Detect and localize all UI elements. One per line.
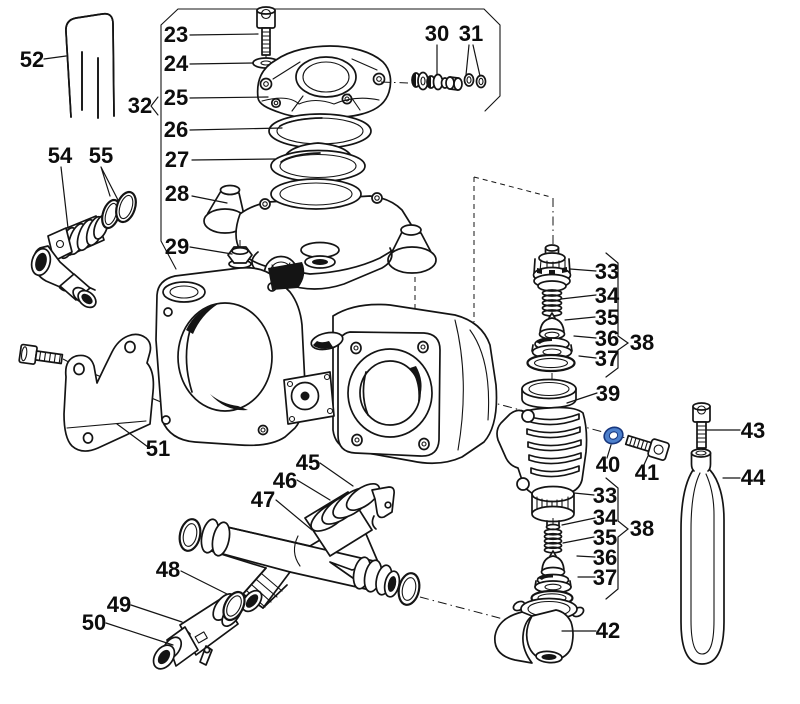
part-37-oring-upper — [526, 353, 576, 373]
part-label-24: 24 — [164, 51, 189, 76]
part-45-clamp — [345, 482, 395, 530]
part-label-25: 25 — [164, 85, 188, 110]
part-23-screw — [256, 6, 276, 75]
part-label-54: 54 — [48, 143, 73, 168]
part-label-39: 39 — [596, 381, 620, 406]
part-label-48: 48 — [156, 557, 180, 582]
part-30-shaft-assembly — [411, 71, 463, 91]
part-label-49: 49 — [107, 592, 131, 617]
part-43-screw — [692, 402, 711, 449]
part-36-valve-seat-upper — [531, 337, 573, 360]
part-35-poppet-lower — [540, 550, 566, 578]
part-label-44: 44 — [741, 465, 766, 490]
valve-assembly-lower — [494, 485, 585, 664]
part-29-nut — [227, 240, 253, 283]
part-label-38-upper: 38 — [630, 330, 654, 355]
part-25-cover — [256, 45, 409, 190]
part-label-51: 51 — [146, 436, 170, 461]
part-label-33-lower: 33 — [593, 483, 617, 508]
part-label-36-upper: 36 — [595, 326, 619, 351]
part-52-wire-clip — [65, 12, 115, 119]
part-48-oring — [222, 590, 246, 622]
part-labels: 52 23 24 25 26 27 28 29 32 30 31 54 55 5… — [20, 21, 766, 643]
part-label-35-lower: 35 — [593, 525, 617, 550]
oring-right — [397, 572, 421, 606]
group-brackets — [605, 252, 630, 600]
part-50-hose-barb — [152, 626, 199, 670]
part-label-30: 30 — [425, 21, 449, 46]
part-label-36-lower: 36 — [593, 545, 617, 570]
part-label-50: 50 — [82, 610, 106, 635]
part-label-41: 41 — [635, 460, 659, 485]
part-label-38-lower: 38 — [630, 516, 654, 541]
part-35-poppet-upper — [538, 312, 566, 340]
part-55-rings — [101, 190, 137, 230]
part-label-55: 55 — [89, 143, 113, 168]
part-label-28: 28 — [165, 181, 189, 206]
part-44-loop — [680, 448, 725, 665]
part-label-33-upper: 33 — [595, 259, 619, 284]
part-42-elbow — [494, 597, 585, 664]
part-label-46: 46 — [273, 468, 297, 493]
part-label-37-upper: 37 — [595, 346, 619, 371]
part-34-spring-lower — [543, 528, 563, 554]
part-40-washer-highlighted — [603, 426, 624, 445]
part-label-23: 23 — [164, 22, 188, 47]
part-33-valve-cage-lower — [531, 485, 575, 531]
part-label-40: 40 — [596, 452, 620, 477]
part-label-42: 42 — [596, 618, 620, 643]
part-label-31: 31 — [459, 21, 483, 46]
part-label-47: 47 — [251, 487, 275, 512]
part-label-27: 27 — [165, 147, 189, 172]
part-33-valve-cage-upper — [532, 244, 572, 292]
part-label-34-upper: 34 — [595, 283, 620, 308]
detail-frame — [150, 8, 501, 270]
part-label-45: 45 — [296, 450, 320, 475]
part-label-35-upper: 35 — [595, 305, 619, 330]
part-label-29: 29 — [165, 234, 189, 259]
part-27-piston — [270, 142, 366, 183]
part-label-32: 32 — [128, 93, 152, 118]
part-41-screw — [624, 434, 670, 461]
part-label-52: 52 — [20, 47, 44, 72]
dashed-locator-box — [414, 176, 554, 325]
part-34-spring-upper — [541, 289, 563, 317]
part-label-34-lower: 34 — [593, 505, 618, 530]
oring-left — [178, 518, 202, 552]
leader-lines — [43, 33, 741, 646]
part-28-pump-head — [203, 178, 437, 291]
part-label-26: 26 — [164, 117, 188, 142]
part-51-bracket — [18, 333, 155, 452]
part-31-rings — [463, 73, 487, 89]
bottom-manifold — [152, 482, 421, 670]
part-label-43: 43 — [741, 418, 765, 443]
part-54-elbow-coupling — [30, 214, 109, 309]
part-39-manifold — [496, 378, 588, 500]
valve-assembly-upper — [526, 244, 576, 380]
part-label-37-lower: 37 — [593, 565, 617, 590]
